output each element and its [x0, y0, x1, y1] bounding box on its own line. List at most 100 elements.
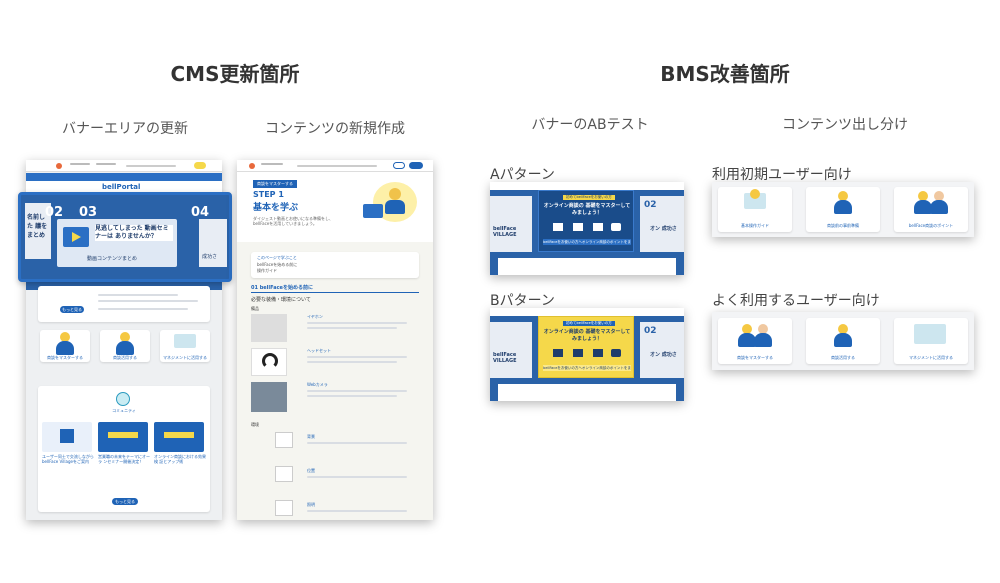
tile-master-label: 商談をマスターする	[47, 355, 83, 360]
community-title: コミュニティ	[112, 408, 136, 413]
pattern-b-side-left-text: bellFace VILLAGE	[493, 352, 517, 364]
tile-use-label: 商談活用する	[113, 355, 137, 360]
toc-box: このページで学ぶこと bellFaceを始める前に 操作ガイド	[251, 252, 419, 278]
early-tile-3[interactable]: bellFace商談のポイント	[894, 187, 968, 232]
community-section: コミュニティ ユーザー同士で交流しながら bellFace Villageをご案…	[38, 386, 210, 512]
pattern-a-side-right[interactable]: 02 オン 成功さ	[640, 196, 684, 252]
pattern-a-caption: bellFaceをお使いの方へオンライン商談のポイントをまとめました	[543, 239, 631, 245]
banner-caption: 動画コンテンツまとめ	[87, 256, 138, 262]
hero-illustration	[373, 182, 417, 222]
frequent-tile-2-label: 商談活用する	[831, 355, 855, 360]
item-2-label: ヘッドセット	[307, 348, 331, 353]
tile-management[interactable]: マネジメントに活用する	[160, 330, 210, 362]
pattern-a-headline: オンライン商談の 基礎をマスターしてみましょう！	[543, 203, 631, 216]
content-page-screenshot: 商談をマスターする STEP 1 基本を学ぶ ダイジェスト動画とお使いになる準備…	[237, 160, 433, 520]
content-new-heading: コンテンツの新規作成	[265, 121, 405, 137]
equipment-label: 備品	[251, 306, 259, 311]
content-favicon-icon	[249, 163, 255, 169]
environment-label: 環境	[251, 422, 259, 427]
banner-area-highlight: 名前した 議を まとめ 02 03 見逃してしまった 動画セミナーは ありません…	[18, 192, 232, 282]
more-button[interactable]: もっと見る	[60, 306, 84, 313]
banner-headline: 見逃してしまった 動画セミナーは ありませんか？	[95, 225, 173, 241]
pattern-b-number: 02	[644, 326, 657, 336]
banner-number-mid: 03	[79, 205, 98, 220]
headset-image	[251, 348, 287, 376]
toc-title: このページで学ぶこと	[257, 255, 297, 260]
tile-use[interactable]: 商談活用する	[100, 330, 150, 362]
banner-left-text: 名前した 議を まとめ	[27, 214, 48, 239]
content-tag: 商談をマスターする	[253, 180, 297, 188]
content-header	[237, 160, 433, 172]
bms-heading: BMS改善箇所	[660, 62, 790, 86]
chat-icon	[611, 223, 621, 231]
community-card-1-image[interactable]	[42, 422, 92, 452]
env-2-label: 位置	[307, 468, 315, 473]
community-card-3-image[interactable]	[154, 422, 204, 452]
pattern-b-headline: オンライン商談の 基礎をマスターしてみましょう！	[543, 329, 631, 342]
banner-slide-main[interactable]: 見逃してしまった 動画セミナーは ありませんか？ 動画コンテンツまとめ	[57, 219, 177, 267]
pattern-b-side-left[interactable]: bellFace VILLAGE	[490, 322, 532, 378]
content-step: STEP 1	[253, 190, 284, 199]
mail-icon	[553, 223, 563, 231]
banner-slide-left[interactable]: 名前した 議を まとめ	[25, 203, 51, 259]
banner-slide-right[interactable]: 成功さ	[199, 219, 227, 267]
info-card: もっと見る	[38, 286, 210, 322]
pattern-a-banner[interactable]: 初めてbellFaceをお使いの方 オンライン商談の 基礎をマスターしてみましょ…	[538, 190, 634, 252]
community-icon	[116, 392, 130, 406]
laptop-icon	[363, 204, 383, 218]
mail-icon	[553, 349, 563, 357]
pattern-b-tag: 初めてbellFaceをお使いの方	[563, 321, 615, 326]
toc-item-2[interactable]: 操作ガイド	[257, 268, 277, 273]
early-tile-2[interactable]: 商談前の事前準備	[806, 187, 880, 232]
pattern-a-side-left-text: bellFace VILLAGE	[493, 226, 517, 238]
frequent-tile-2[interactable]: 商談活用する	[806, 318, 880, 364]
banner-ab-heading: バナーのABテスト	[531, 117, 649, 133]
tile-management-label: マネジメントに活用する	[163, 355, 207, 360]
portal-body: もっと見る 商談をマスターする 商談活用する マネジメントに活用する コミュニテ…	[26, 282, 222, 520]
community-card-2-image[interactable]	[98, 422, 148, 452]
portal-logo: bellPortal	[102, 183, 141, 191]
early-tile-1[interactable]: 基本操作ガイド	[718, 187, 792, 232]
cms-heading: CMS更新箇所	[170, 62, 300, 86]
document-icon	[593, 223, 603, 231]
presentation-icon	[914, 324, 946, 344]
pattern-b-label: Bパターン	[490, 293, 555, 309]
community-more-button[interactable]: もっと見る	[112, 498, 138, 505]
toc-item-1[interactable]: bellFaceを始める前に	[257, 262, 298, 267]
banner-number-left: 02	[45, 205, 64, 220]
pattern-a-tag: 初めてbellFaceをお使いの方	[563, 195, 615, 200]
item-1-label: イヤホン	[307, 314, 323, 319]
banner-number-right: 04	[191, 205, 210, 220]
frequent-users-tiles: 商談をマスターする 商談活用する マネジメントに活用する	[712, 312, 974, 370]
env-1-label: 背景	[307, 434, 315, 439]
document-icon	[593, 349, 603, 357]
pattern-a-side-left[interactable]: bellFace VILLAGE	[490, 196, 532, 252]
pattern-a-screenshot: bellFace VILLAGE 初めてbellFaceをお使いの方 オンライン…	[490, 182, 684, 275]
position-monitor-icon	[275, 466, 293, 482]
pattern-b-side-right[interactable]: 02 オン 成功さ	[640, 322, 684, 378]
community-card-1-title[interactable]: ユーザー同士で交流しながら bellFace Villageをご案内	[42, 454, 94, 464]
monitor-icon	[573, 349, 583, 357]
banner-right-text: 成功さ	[202, 254, 218, 260]
pattern-a-side-right-text: オン 成功さ	[650, 226, 677, 232]
webcam-image	[251, 382, 287, 412]
monitor-icon	[573, 223, 583, 231]
frequent-tile-1-label: 商談をマスターする	[737, 355, 773, 360]
community-card-3-title[interactable]: オンライン商談における効果検 証とアップ術	[154, 454, 206, 464]
content-title: 基本を学ぶ	[253, 203, 299, 213]
pattern-b-caption: bellFaceをお使いの方へオンライン商談のポイントをまとめました	[543, 365, 631, 371]
frequent-tile-3[interactable]: マネジメントに活用する	[894, 318, 968, 364]
pattern-b-screenshot: bellFace VILLAGE 初めてbellFaceをお使いの方 オンライン…	[490, 308, 684, 401]
pattern-b-banner[interactable]: 初めてbellFaceをお使いの方 オンライン商談の 基礎をマスターしてみましょ…	[538, 316, 634, 378]
pattern-b-side-right-text: オン 成功さ	[650, 352, 677, 358]
pattern-a-number: 02	[644, 200, 657, 210]
banner-update-heading: バナーエリアの更新	[62, 121, 188, 137]
pattern-a-label: Aパターン	[490, 167, 555, 183]
frequent-tile-1[interactable]: 商談をマスターする	[718, 318, 792, 364]
laptop-guide-icon	[744, 193, 766, 209]
frequent-users-label: よく利用するユーザー向け	[712, 293, 880, 309]
community-card-2-title[interactable]: 営業職の未来をテーマにオーラ ンセミナー開催決定！	[98, 454, 150, 464]
section-title: 01 bellFaceを始める前に	[251, 285, 313, 291]
tile-master[interactable]: 商談をマスターする	[40, 330, 90, 362]
content-intro: ダイジェスト動画とお使いになる準備をし、bellFaceを活用していきましょう。	[253, 216, 333, 226]
